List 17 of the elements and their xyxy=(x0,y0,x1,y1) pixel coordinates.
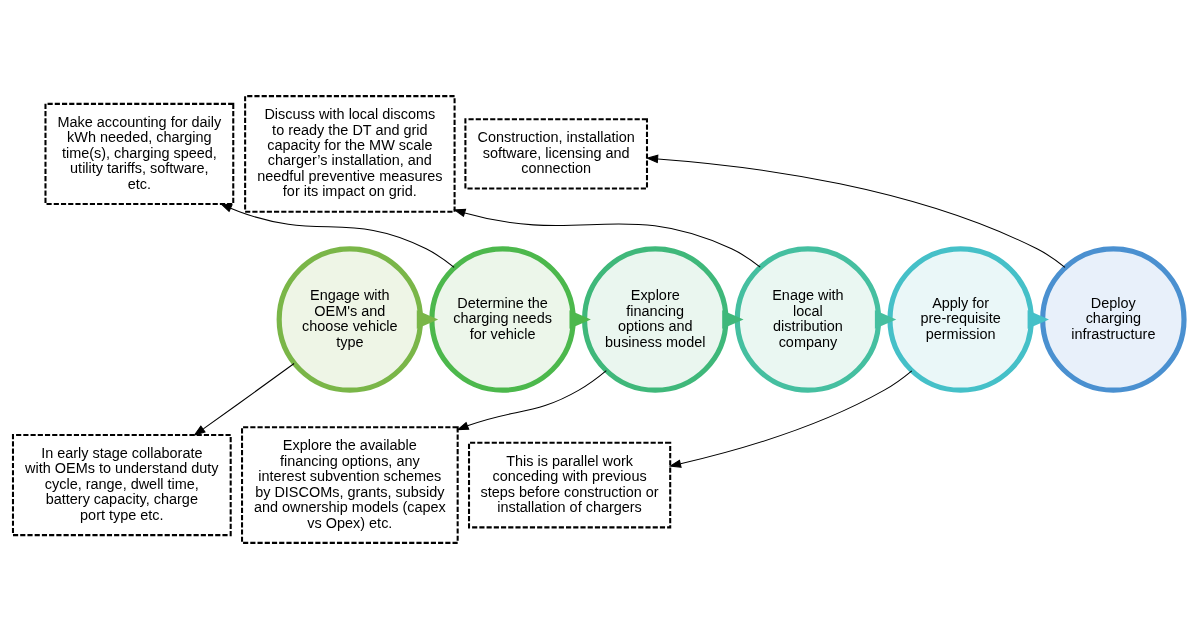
arrow xyxy=(1027,309,1049,329)
node-box: In early stage collaborate with OEMs to understand duty cycle, range, dwell time, battery capacity, charge port type etc. xyxy=(11,433,232,536)
arrow xyxy=(193,362,295,436)
arrow xyxy=(219,202,455,268)
node-circle: Deploy charging infrastructure xyxy=(1040,245,1187,393)
node-box: This is parallel work conceding with previous steps before construction or installation of chargers xyxy=(468,441,672,528)
arrow xyxy=(453,208,761,268)
node-box: Discuss with local discoms to ready the DT and grid capacity for the MW scale charger’s installation, and needful preventive measures for its impact on grid. xyxy=(244,94,456,213)
arrow xyxy=(416,309,439,329)
node-box: Construction, installation software, licensing and connection xyxy=(464,117,648,189)
arrow xyxy=(645,154,1066,268)
node-box: Make accounting for daily kWh needed, charging time(s), charging speed, utility tariffs, software, etc. xyxy=(44,102,235,205)
arrow xyxy=(668,369,913,468)
arrow xyxy=(569,309,591,329)
node-box: Explore the available financing options, any interest subvention schemes by DISCOMs, grants, subsidy and ownership models (capex vs Opex) etc. xyxy=(241,425,459,544)
arrow xyxy=(874,309,897,329)
arrow xyxy=(456,369,607,430)
